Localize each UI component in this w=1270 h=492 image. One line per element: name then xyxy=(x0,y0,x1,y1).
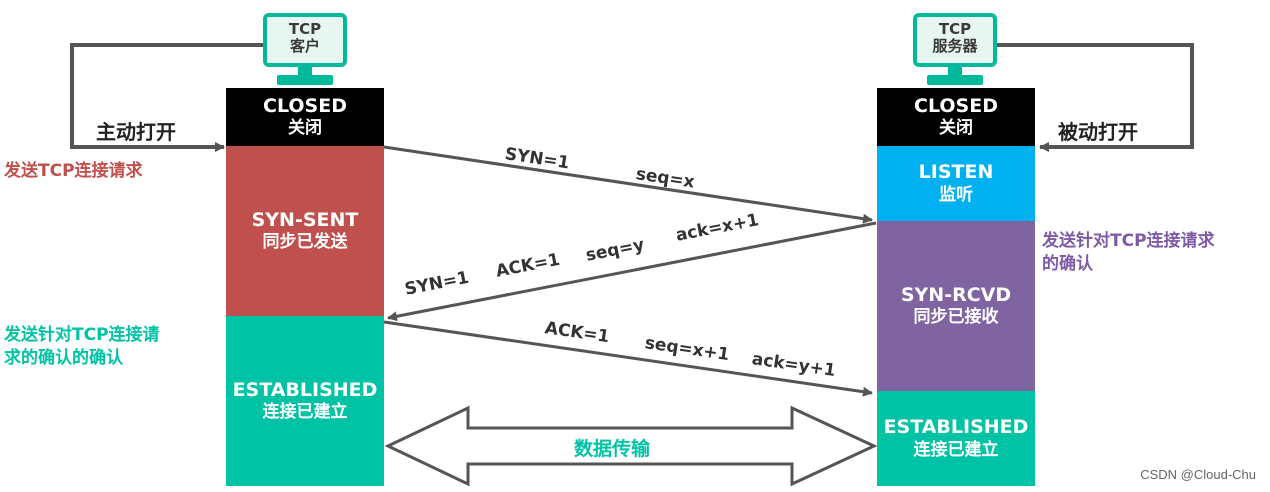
server-listen-en: LISTEN xyxy=(918,161,994,183)
client-closed-zh: 关闭 xyxy=(288,118,322,139)
passive-open-label: 被动打开 xyxy=(1058,120,1138,144)
data-transfer-arrow xyxy=(384,405,878,487)
client-monitor-icon xyxy=(263,13,347,85)
server-established-state: ESTABLISHED 连接已建立 xyxy=(877,391,1035,486)
syn-ack-arrow xyxy=(387,221,877,322)
server-closed-en: CLOSED xyxy=(914,94,998,117)
client-monitor-line2: 客户 xyxy=(289,36,320,55)
note-ack-confirm: 发送针对TCP连接请 求的确认的确认 xyxy=(4,324,160,370)
server-monitor-label: TCP 服务器 xyxy=(915,21,995,54)
active-open-arrow xyxy=(70,43,263,152)
note-ack-confirm-line1: 发送针对TCP连接请 xyxy=(4,325,160,345)
ack-arrow xyxy=(383,320,873,397)
server-established-zh: 连接已建立 xyxy=(913,439,999,460)
client-closed-en: CLOSED xyxy=(263,94,347,117)
note-send-request: 发送TCP连接请求 xyxy=(4,161,143,181)
client-established-state: ESTABLISHED 连接已建立 xyxy=(226,316,384,486)
server-established-en: ESTABLISHED xyxy=(883,416,1029,438)
client-syn-sent-state: SYN-SENT 同步已发送 xyxy=(226,146,384,316)
server-syn-rcvd-zh: 同步已接收 xyxy=(913,307,999,328)
client-syn-sent-en: SYN-SENT xyxy=(251,208,359,231)
client-syn-sent-zh: 同步已发送 xyxy=(262,232,348,253)
passive-open-arrow xyxy=(997,43,1194,152)
client-closed-state: CLOSED 关闭 xyxy=(226,88,384,146)
server-closed-state: CLOSED 关闭 xyxy=(877,88,1035,146)
client-established-en: ESTABLISHED xyxy=(232,378,378,401)
server-monitor-line1: TCP xyxy=(938,20,972,38)
client-established-zh: 连接已建立 xyxy=(262,402,348,423)
note-ack-request-line2: 的确认 xyxy=(1042,253,1093,274)
note-ack-confirm-line2: 求的确认的确认 xyxy=(4,347,123,368)
server-monitor-icon xyxy=(913,13,997,85)
server-syn-rcvd-en: SYN-RCVD xyxy=(900,283,1012,306)
server-listen-state: LISTEN 监听 xyxy=(877,146,1035,221)
client-monitor-line1: TCP xyxy=(288,20,322,38)
syn-arrow xyxy=(383,145,873,224)
server-closed-zh: 关闭 xyxy=(939,118,973,139)
note-ack-request-line1: 发送针对TCP连接请求 xyxy=(1042,231,1215,251)
server-monitor-line2: 服务器 xyxy=(932,36,978,55)
data-transfer-label: 数据传输 xyxy=(574,438,651,460)
server-syn-rcvd-state: SYN-RCVD 同步已接收 xyxy=(877,221,1035,391)
active-open-label: 主动打开 xyxy=(96,120,176,144)
note-ack-request: 发送针对TCP连接请求 的确认 xyxy=(1042,230,1215,276)
server-listen-zh: 监听 xyxy=(939,184,973,205)
client-monitor-label: TCP 客户 xyxy=(265,21,345,54)
watermark: CSDN @Cloud-Chu xyxy=(1140,467,1256,482)
